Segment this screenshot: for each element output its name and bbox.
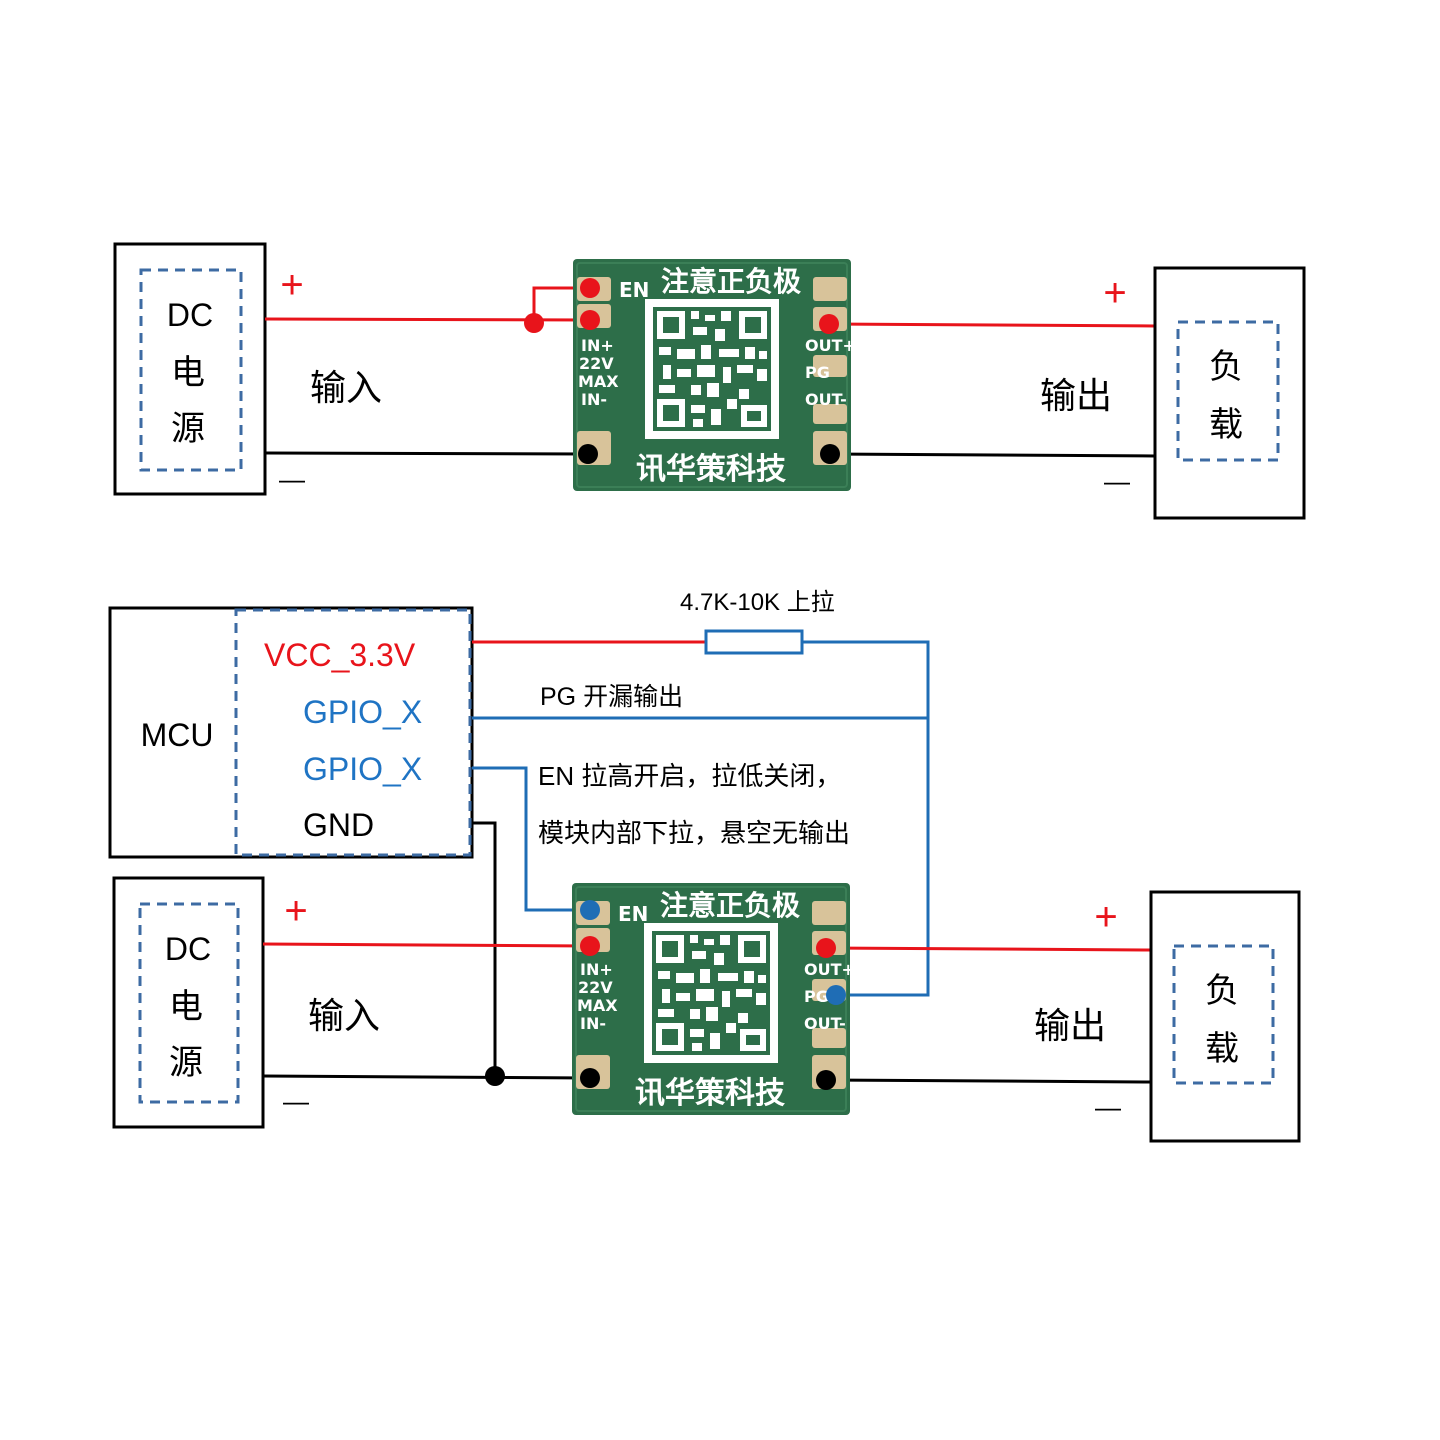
mcu-block: MCU VCC_3.3V GPIO_X GPIO_X GND: [108, 606, 474, 859]
top-pin-out-minus-dot: [820, 444, 840, 464]
top-load-char2: 载: [1209, 405, 1243, 445]
pullup-label: 4.7K-10K 上拉: [680, 589, 835, 616]
bottom-pcb-pin-max: MAX: [577, 996, 618, 1015]
top-diagram: DC 电 源 + — 输入 EN 注意正负极 IN+ 22V MAX IN- O…: [113, 242, 1306, 520]
bottom-positive-wire-out: [825, 946, 1152, 952]
top-pcb-pin-out-minus: OUT-: [805, 390, 847, 409]
bottom-load-plus: +: [1094, 895, 1117, 939]
mcu-pin-gpio-pg: GPIO_X: [303, 694, 422, 730]
bottom-dc-source: DC 电 源: [112, 876, 265, 1129]
top-load: 负 载: [1153, 266, 1306, 520]
bottom-dc-label-char1: 电: [169, 987, 203, 1027]
top-pcb-pin-in-minus: IN-: [581, 390, 607, 409]
bottom-pcb-pin-in-plus: IN+: [580, 960, 613, 979]
top-junction-dot: [524, 313, 544, 333]
bottom-negative-wire-in: [262, 1074, 591, 1080]
bottom-load-char1: 负: [1205, 971, 1239, 1011]
mcu-label: MCU: [141, 717, 214, 753]
bottom-dc-label: DC: [165, 931, 211, 967]
bottom-pcb-pin-out-minus: OUT-: [804, 1014, 846, 1033]
top-pcb-pin-in-plus: IN+: [581, 336, 614, 355]
bottom-pcb-pin-22v: 22V: [578, 978, 613, 997]
top-negative-wire-out: [829, 452, 1156, 458]
top-pcb-pin-pg: PG: [805, 363, 830, 382]
bottom-pin-en-dot: [580, 900, 600, 920]
bottom-pcb-pin-out-plus: OUT+: [804, 960, 855, 979]
bottom-positive-wire-in: [262, 942, 591, 948]
bottom-pin-out-minus-dot: [816, 1070, 836, 1090]
en-note-line1: EN 拉高开启，拉低关闭，: [538, 761, 841, 791]
top-pin-in-minus-dot: [578, 444, 598, 464]
top-positive-wire-out: [829, 322, 1156, 328]
bottom-diagram: MCU VCC_3.3V GPIO_X GPIO_X GND 4.7K-10K …: [108, 589, 1301, 1143]
pullup-resistor: [704, 629, 804, 655]
top-pcb-pin-out-plus: OUT+: [805, 336, 856, 355]
top-pcb-module: EN 注意正负极 IN+ 22V MAX IN- OUT+ PG OUT- 讯华…: [572, 258, 856, 492]
bottom-pcb-pin-in-minus: IN-: [580, 1014, 606, 1033]
bottom-pin-pg-dot: [826, 985, 846, 1005]
top-source-minus: —: [279, 464, 305, 494]
mcu-gnd-wire: [472, 821, 497, 1076]
bottom-input-label: 输入: [308, 996, 380, 1037]
top-pin-en-dot: [580, 278, 600, 298]
top-dc-label-char1: 电: [171, 353, 205, 393]
top-pcb-pin-22v: 22V: [579, 354, 614, 373]
bottom-dc-label-char2: 源: [169, 1043, 203, 1083]
bottom-pcb-pin-pg: PG: [804, 987, 829, 1006]
mcu-pin-vcc: VCC_3.3V: [264, 637, 416, 673]
bottom-pcb-module: EN 注意正负极 IN+ 22V MAX IN- OUT+ PG OUT- 讯华…: [571, 882, 855, 1116]
pullup-to-pg-wire: [802, 640, 930, 997]
top-negative-wire-in: [264, 451, 589, 456]
bottom-pcb-pin-en: EN: [618, 902, 648, 926]
top-load-char1: 负: [1209, 347, 1243, 387]
top-dc-label: DC: [167, 297, 213, 333]
top-dc-label-char2: 源: [171, 409, 205, 449]
en-gpio-wire: [472, 766, 590, 912]
pg-label: PG 开漏输出: [540, 683, 683, 711]
top-en-jumper-wire: [532, 286, 590, 322]
bottom-pin-in-plus-dot: [580, 936, 600, 956]
bottom-load: 负 载: [1149, 890, 1301, 1143]
top-output-label: 输出: [1040, 376, 1112, 417]
top-input-label: 输入: [310, 368, 382, 409]
bottom-output-label: 输出: [1034, 1006, 1106, 1047]
mcu-pin-gpio-en: GPIO_X: [303, 751, 422, 787]
top-dc-source: DC 电 源: [113, 242, 267, 496]
mcu-pin-gnd: GND: [303, 807, 374, 843]
top-pin-out-plus-dot: [819, 314, 839, 334]
top-pcb-pin-max: MAX: [578, 372, 619, 391]
top-pcb-title: 注意正负极: [661, 265, 801, 298]
bottom-negative-wire-out: [825, 1078, 1152, 1084]
bottom-gnd-junction-dot: [485, 1066, 505, 1086]
bottom-source-minus: —: [283, 1086, 309, 1116]
top-source-plus: +: [280, 263, 303, 307]
bottom-load-char2: 载: [1205, 1029, 1239, 1069]
en-note-line2: 模块内部下拉，悬空无输出: [538, 818, 850, 848]
bottom-pcb-brand: 讯华策科技: [635, 1076, 785, 1111]
bottom-load-minus: —: [1095, 1092, 1121, 1122]
top-pcb-pin-en: EN: [619, 278, 649, 302]
top-pcb-brand: 讯华策科技: [636, 452, 786, 487]
bottom-pin-out-plus-dot: [816, 938, 836, 958]
top-load-minus: —: [1104, 466, 1130, 496]
top-load-plus: +: [1103, 271, 1126, 315]
bottom-source-plus: +: [284, 889, 307, 933]
top-pin-in-plus-dot: [580, 310, 600, 330]
bottom-pcb-title: 注意正负极: [660, 889, 800, 922]
bottom-pin-in-minus-dot: [580, 1068, 600, 1088]
